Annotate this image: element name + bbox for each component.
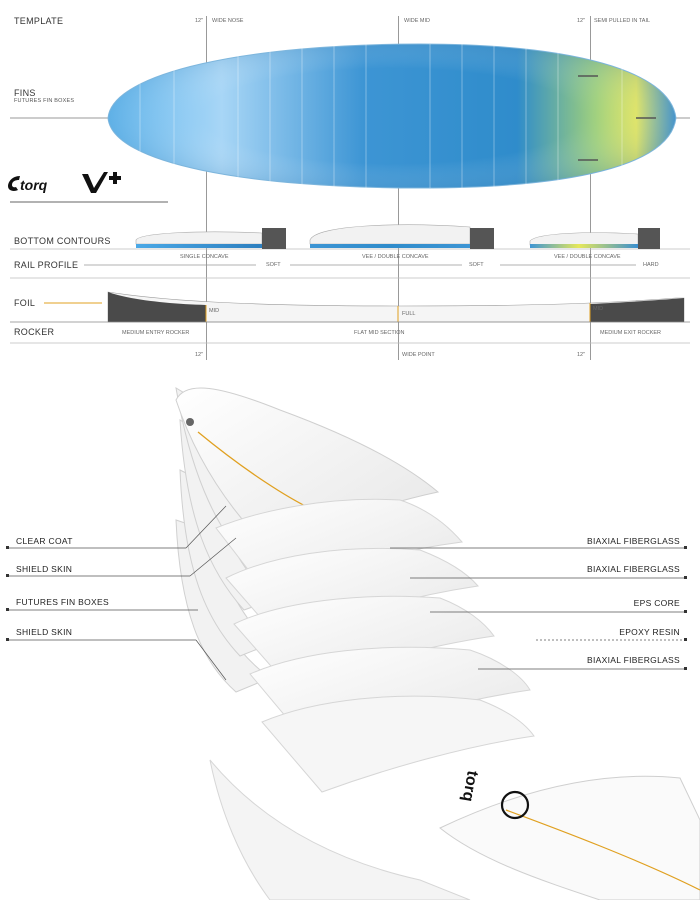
foil-mid-2: MID <box>593 306 604 312</box>
exploded-layers-illustration: torq <box>6 387 700 900</box>
layer-label-biaxial-fiberglass-1: BIAXIAL FIBERGLASS <box>587 536 680 546</box>
layer-label-eps-core: EPS CORE <box>633 598 680 608</box>
guide-line-left <box>206 16 207 360</box>
profile-rows <box>10 224 690 344</box>
rocker-flat-mid: FLAT MID SECTION <box>354 330 405 336</box>
concave-vee-double-tail: VEE / DOUBLE CONCAVE <box>554 254 621 260</box>
rail-soft-2: SOFT <box>469 262 484 268</box>
tick-wide-nose: WIDE NOSE <box>212 18 244 24</box>
guide-line-right <box>590 16 591 360</box>
tick-right-12in: 12" <box>577 18 586 24</box>
foil-mid-1: MID <box>209 308 220 314</box>
svg-text:torq: torq <box>20 177 48 193</box>
board-template <box>10 43 690 203</box>
tick-wide-mid: WIDE MID <box>404 18 430 24</box>
rocker-exit: MEDIUM EXIT ROCKER <box>600 330 662 336</box>
layer-label-biaxial-fiberglass-2: BIAXIAL FIBERGLASS <box>587 564 680 574</box>
fins-label: FINS <box>14 88 36 98</box>
layer-label-clear-coat: CLEAR COAT <box>16 536 73 546</box>
layer-label-shield-skin-top: SHIELD SKIN <box>16 564 73 574</box>
tick-left-12in: 12" <box>195 18 204 24</box>
bottom-tick-left-12in: 12" <box>195 352 204 358</box>
rocker-entry: MEDIUM ENTRY ROCKER <box>122 330 190 336</box>
torq-logo: torq <box>6 172 62 194</box>
tick-semi-pulled-tail: SEMI PULLED IN TAIL <box>594 18 651 24</box>
foil-label: FOIL <box>14 298 36 308</box>
fin-box-markers <box>578 75 656 161</box>
layer-label-epoxy-resin: EPOXY RESIN <box>619 627 680 637</box>
fins-sublabel: FUTURES FIN BOXES <box>14 98 75 104</box>
bottom-tick-wide-point: WIDE POINT <box>402 352 435 358</box>
foil-full: FULL <box>402 311 416 317</box>
rocker-label: ROCKER <box>14 327 55 337</box>
layer-label-biaxial-fiberglass-3: BIAXIAL FIBERGLASS <box>587 655 680 665</box>
rail-profile-label: RAIL PROFILE <box>14 260 79 270</box>
layer-label-futures-fin-boxes: FUTURES FIN BOXES <box>16 597 109 607</box>
concave-vee-double-mid: VEE / DOUBLE CONCAVE <box>362 254 429 260</box>
rail-hard: HARD <box>643 262 659 268</box>
template-label: TEMPLATE <box>14 16 64 26</box>
bottom-tick-right-12in: 12" <box>577 352 586 358</box>
bottom-contours-label: BOTTOM CONTOURS <box>14 236 111 246</box>
concave-single: SINGLE CONCAVE <box>180 254 229 260</box>
rail-soft-1: SOFT <box>266 262 281 268</box>
layer-label-shield-skin-bottom: SHIELD SKIN <box>16 627 73 637</box>
svg-text:torq: torq <box>459 769 481 803</box>
model-logo-v-plus <box>80 168 128 196</box>
